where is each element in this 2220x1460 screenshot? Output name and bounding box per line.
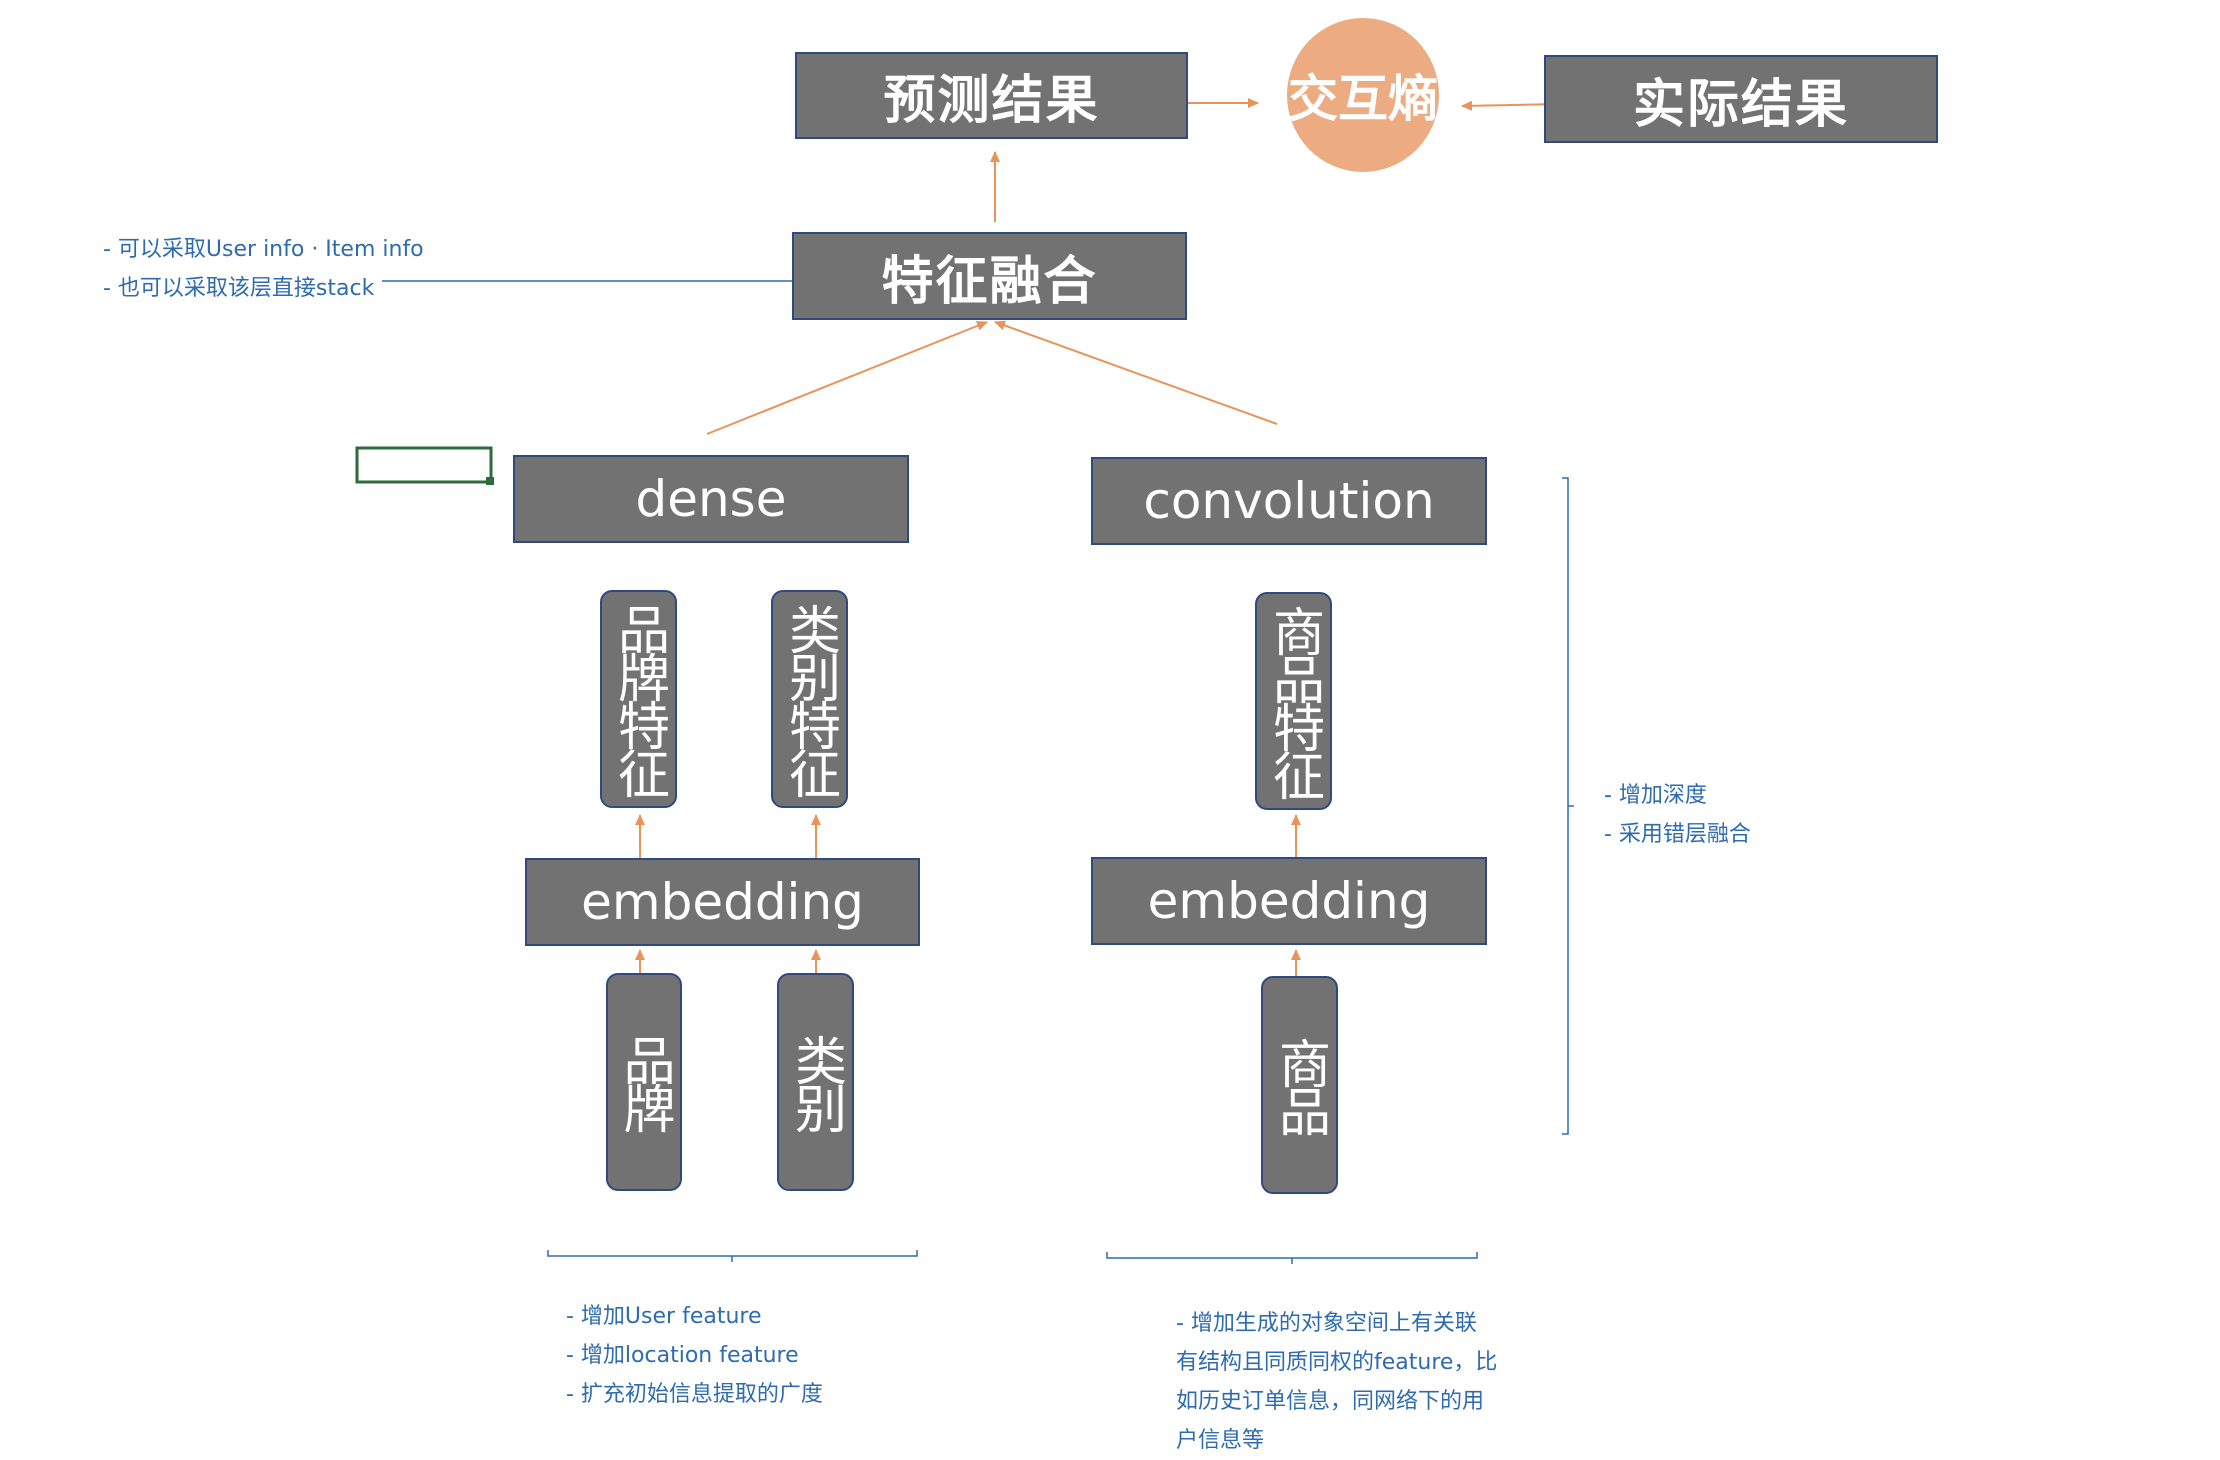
predicted-result-box: 预测结果 [795, 52, 1188, 139]
convolution-layer-label: convolution [1143, 472, 1435, 530]
brand-feature-label: 品牌特征 [608, 603, 669, 795]
fusion-note-line-1: - 可以采取User info · Item info [103, 237, 424, 262]
right-branch-note: - 增加生成的对象空间上有关联 有结构且同质同权的feature，比 如历史订单… [1176, 1304, 1497, 1460]
right-note-line-4: 户信息等 [1176, 1428, 1265, 1453]
feature-fusion-label: 特征融合 [881, 251, 1098, 312]
selection-rectangle[interactable] [355, 446, 493, 484]
predicted-result-label: 预测结果 [883, 71, 1100, 131]
convolution-layer-box: convolution [1091, 457, 1487, 545]
cross-entropy-node: 交互熵 [1287, 18, 1439, 172]
brand-input-node: 品牌 [606, 973, 682, 1191]
actual-result-label: 实际结果 [1632, 74, 1849, 135]
cross-entropy-label: 交互熵 [1288, 70, 1438, 128]
right-brace [1106, 1252, 1478, 1259]
feature-fusion-box: 特征融合 [792, 232, 1187, 320]
depth-note: - 增加深度 - 采用错层融合 [1604, 776, 1751, 854]
left-brace [547, 1250, 918, 1257]
category-input-label: 类别 [785, 1034, 846, 1130]
dense-layer-label: dense [635, 470, 787, 528]
right-embedding-label: embedding [1147, 872, 1431, 930]
category-input-node: 类别 [777, 973, 854, 1191]
brand-feature-node: 品牌特征 [600, 590, 677, 808]
category-feature-label: 类别特征 [779, 603, 840, 795]
depth-note-line-1: - 增加深度 [1604, 783, 1707, 808]
product-feature-node: 商品特征 [1255, 592, 1332, 810]
right-embedding-box: embedding [1091, 857, 1487, 945]
right-note-line-3: 如历史订单信息，同网络下的用 [1176, 1389, 1485, 1414]
selection-handle[interactable] [486, 477, 494, 485]
right-note-line-1: - 增加生成的对象空间上有关联 [1176, 1311, 1477, 1336]
left-note-line-2: - 增加location feature [566, 1343, 799, 1368]
left-branch-note: - 增加User feature - 增加location feature - … [566, 1297, 823, 1414]
left-embedding-label: embedding [581, 873, 864, 931]
depth-bracket [1562, 477, 1569, 1135]
product-feature-label: 商品特征 [1263, 605, 1324, 797]
product-input-label: 商品 [1269, 1037, 1330, 1133]
depth-note-line-2: - 采用错层融合 [1604, 822, 1751, 847]
left-embedding-box: embedding [525, 858, 920, 946]
right-note-line-2: 有结构且同质同权的feature，比 [1176, 1350, 1498, 1375]
left-note-line-1: - 增加User feature [566, 1304, 762, 1329]
brand-input-label: 品牌 [614, 1034, 674, 1130]
category-feature-node: 类别特征 [771, 590, 848, 808]
fusion-note-line-2: - 也可以采取该层直接stack [103, 276, 375, 301]
left-note-line-3: - 扩充初始信息提取的广度 [566, 1382, 823, 1407]
product-input-node: 商品 [1261, 976, 1338, 1194]
arrow-dense-to-fusion [706, 321, 988, 435]
actual-result-box: 实际结果 [1544, 55, 1938, 143]
fusion-note: - 可以采取User info · Item info - 也可以采取该层直接s… [103, 230, 424, 308]
arrow-actual-to-entropy [1461, 100, 1561, 111]
arrow-convolution-to-fusion [994, 320, 1278, 425]
dense-layer-box: dense [513, 455, 909, 543]
